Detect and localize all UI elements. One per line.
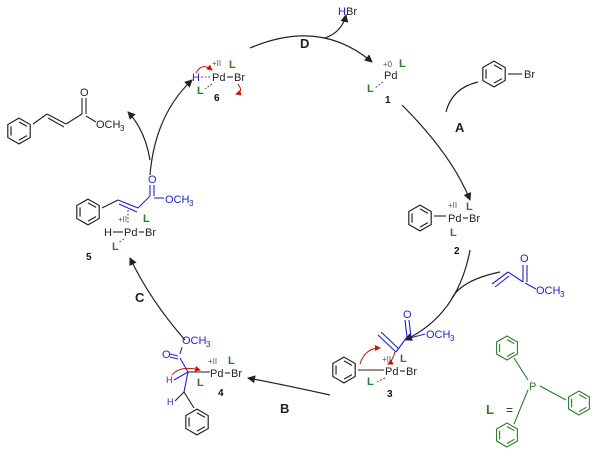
svg-text:Br: Br [231,368,242,380]
arc-5-to-6 [149,79,193,176]
svg-text:H: H [192,72,200,84]
methyl-cinnamate-product: O OCH 3 [7,87,125,145]
svg-text:5: 5 [86,252,92,263]
bromobenzene: Br [482,60,535,88]
svg-text:OCH: OCH [165,194,190,206]
svg-text:Pd: Pd [448,213,461,225]
svg-text:3: 3 [450,334,455,343]
complex-3: +II Pd Br L L O OCH 3 3 [332,309,455,400]
svg-text:3: 3 [560,290,565,299]
svg-text:L: L [197,377,204,389]
svg-text:H: H [338,6,346,18]
arrow-hbr-release [324,14,349,39]
arc-1-to-2 [401,104,472,201]
svg-text:O: O [80,87,89,99]
svg-text:OCH: OCH [96,119,121,131]
cycle-arrows [127,14,501,396]
svg-text:6: 6 [214,93,220,104]
svg-text:O: O [162,349,171,361]
svg-text:Pd: Pd [384,70,397,82]
ligand-legend: L = P [486,335,590,448]
svg-text:+II: +II [448,201,457,210]
svg-text:3: 3 [120,124,125,133]
svg-text:OCH: OCH [182,335,207,347]
hbr-byproduct: H Br [338,6,357,18]
svg-text:L: L [399,58,406,70]
arrow-bromobenzene-in [445,81,479,113]
arrow-acrylate-in [451,271,501,299]
svg-text:L: L [143,213,150,225]
arc-6-to-1 [249,35,373,63]
arc-4-to-5 [129,257,186,341]
svg-text:+II: +II [208,357,217,366]
svg-text:Br: Br [234,72,245,84]
svg-text:+II: +II [212,59,221,68]
svg-text:OCH: OCH [426,329,451,341]
svg-text:L: L [112,241,119,253]
svg-text:+II: +II [382,355,391,364]
svg-text:Br: Br [469,213,480,225]
svg-text:OCH: OCH [536,285,561,297]
step-label-b: B [280,401,289,416]
svg-text:H: H [104,227,112,239]
step-label-a: A [455,120,465,135]
complex-4: OCH 3 O +II Pd Br L L H H 4 [162,335,242,436]
svg-text:3: 3 [206,340,211,349]
svg-text:L: L [367,376,374,388]
complex-2: +II Pd Br L L 2 [408,201,480,257]
svg-text:3: 3 [189,199,194,208]
svg-text:Br: Br [346,6,357,18]
svg-text:L: L [367,83,374,95]
svg-text:O: O [403,309,412,321]
step-label-d: D [300,36,309,51]
svg-text:L: L [229,59,236,71]
svg-text:H: H [167,397,174,407]
svg-text:Br: Br [145,227,156,239]
arc-3-to-4 [247,375,331,396]
svg-text:Pd: Pd [124,227,137,239]
svg-text:=: = [506,403,513,417]
step-label-c: C [135,290,145,305]
svg-text:2: 2 [454,246,460,257]
svg-text:+II: +II [118,215,127,224]
methyl-acrylate: O OCH 3 [491,253,565,299]
svg-text:4: 4 [218,388,224,399]
complex-6: H +II Pd Br L L 6 [192,59,245,104]
svg-text:L: L [466,201,473,213]
svg-text:O: O [148,174,157,186]
svg-text:L: L [197,85,204,97]
svg-text:L: L [486,402,494,417]
svg-text:H: H [166,375,173,385]
svg-text:Pd: Pd [212,72,225,84]
svg-text:Br: Br [406,366,417,378]
svg-text:L: L [228,355,235,367]
svg-text:L: L [400,353,407,365]
svg-text:1: 1 [385,95,391,106]
svg-text:+0: +0 [383,60,393,69]
svg-text:Br: Br [524,69,535,81]
arrow-product-out [127,111,151,161]
svg-text:Pd: Pd [385,366,398,378]
svg-text:P: P [529,381,536,393]
svg-text:O: O [520,253,529,265]
complex-5: O OCH 3 H +II Pd Br L L 5 [76,174,194,263]
svg-text:3: 3 [387,389,393,400]
arc-2-to-3 [404,249,471,341]
complex-1: +0 Pd L L 1 [367,58,406,106]
svg-text:L: L [450,227,457,239]
svg-text:Pd: Pd [210,368,223,380]
